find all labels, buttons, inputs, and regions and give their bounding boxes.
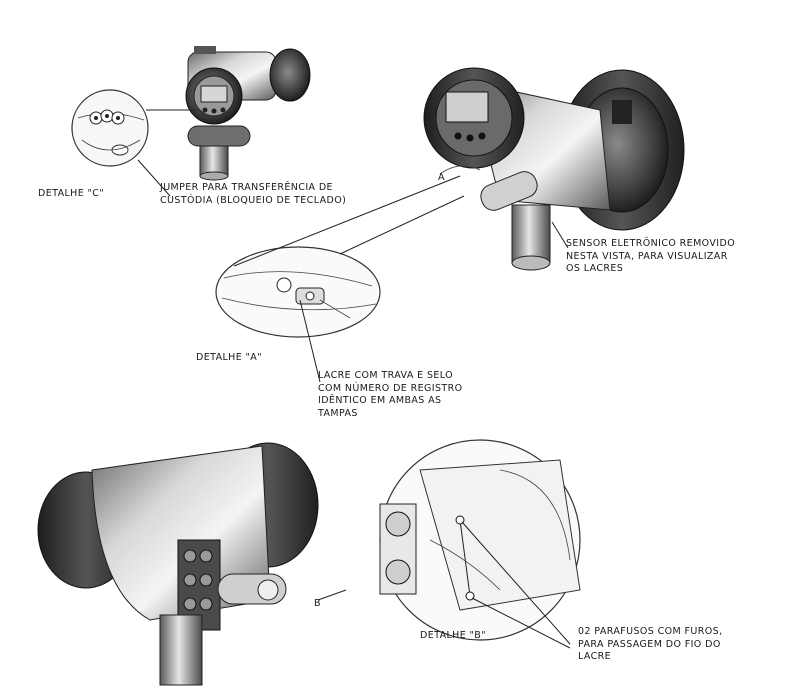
side-view-transmitter-illustration bbox=[37, 442, 319, 686]
detail-c-label: DETALHE "C" bbox=[38, 188, 105, 199]
detail-a-view bbox=[215, 246, 381, 338]
marker-a: A bbox=[438, 172, 445, 183]
small-transmitter-illustration bbox=[185, 46, 311, 181]
sensor-callout: SENSOR ELETRÔNICO REMOVIDO NESTA VISTA, … bbox=[566, 238, 736, 274]
lacre-callout: LACRE COM TRAVA E SELO COM NÚMERO DE REG… bbox=[318, 370, 463, 419]
detail-a-label: DETALHE "A" bbox=[196, 352, 262, 363]
jumper-callout: JUMPER PARA TRANSFERÊNCIA DE CUSTÓDIA (B… bbox=[160, 182, 347, 206]
marker-b: B bbox=[314, 598, 321, 609]
detail-b-view bbox=[379, 439, 581, 641]
detail-c-view bbox=[71, 89, 149, 167]
large-transmitter-illustration bbox=[423, 67, 685, 271]
parafusos-callout: 02 PARAFUSOS COM FUROS, PARA PASSAGEM DO… bbox=[578, 626, 723, 662]
detail-b-label: DETALHE "B" bbox=[420, 630, 486, 641]
